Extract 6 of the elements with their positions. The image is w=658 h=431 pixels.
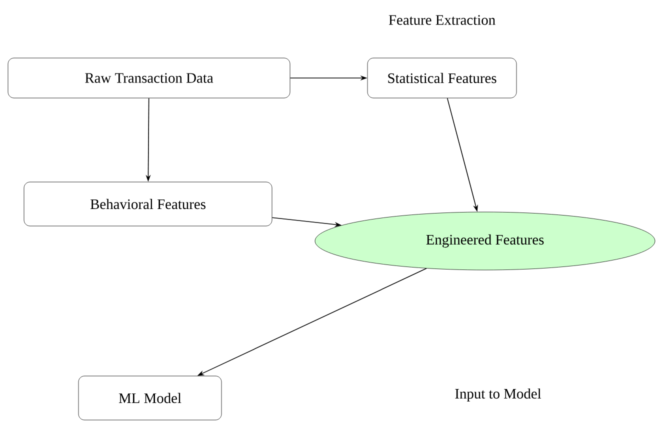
process-box: ML Model — [78, 376, 222, 420]
caption-text: Input to Model — [455, 388, 542, 402]
process-box: Raw Transaction Data — [8, 58, 290, 98]
caption-text: Feature Extraction — [388, 15, 496, 25]
process-box: Statistical Features — [367, 58, 517, 98]
process-box: Behavioral Features — [24, 182, 272, 226]
